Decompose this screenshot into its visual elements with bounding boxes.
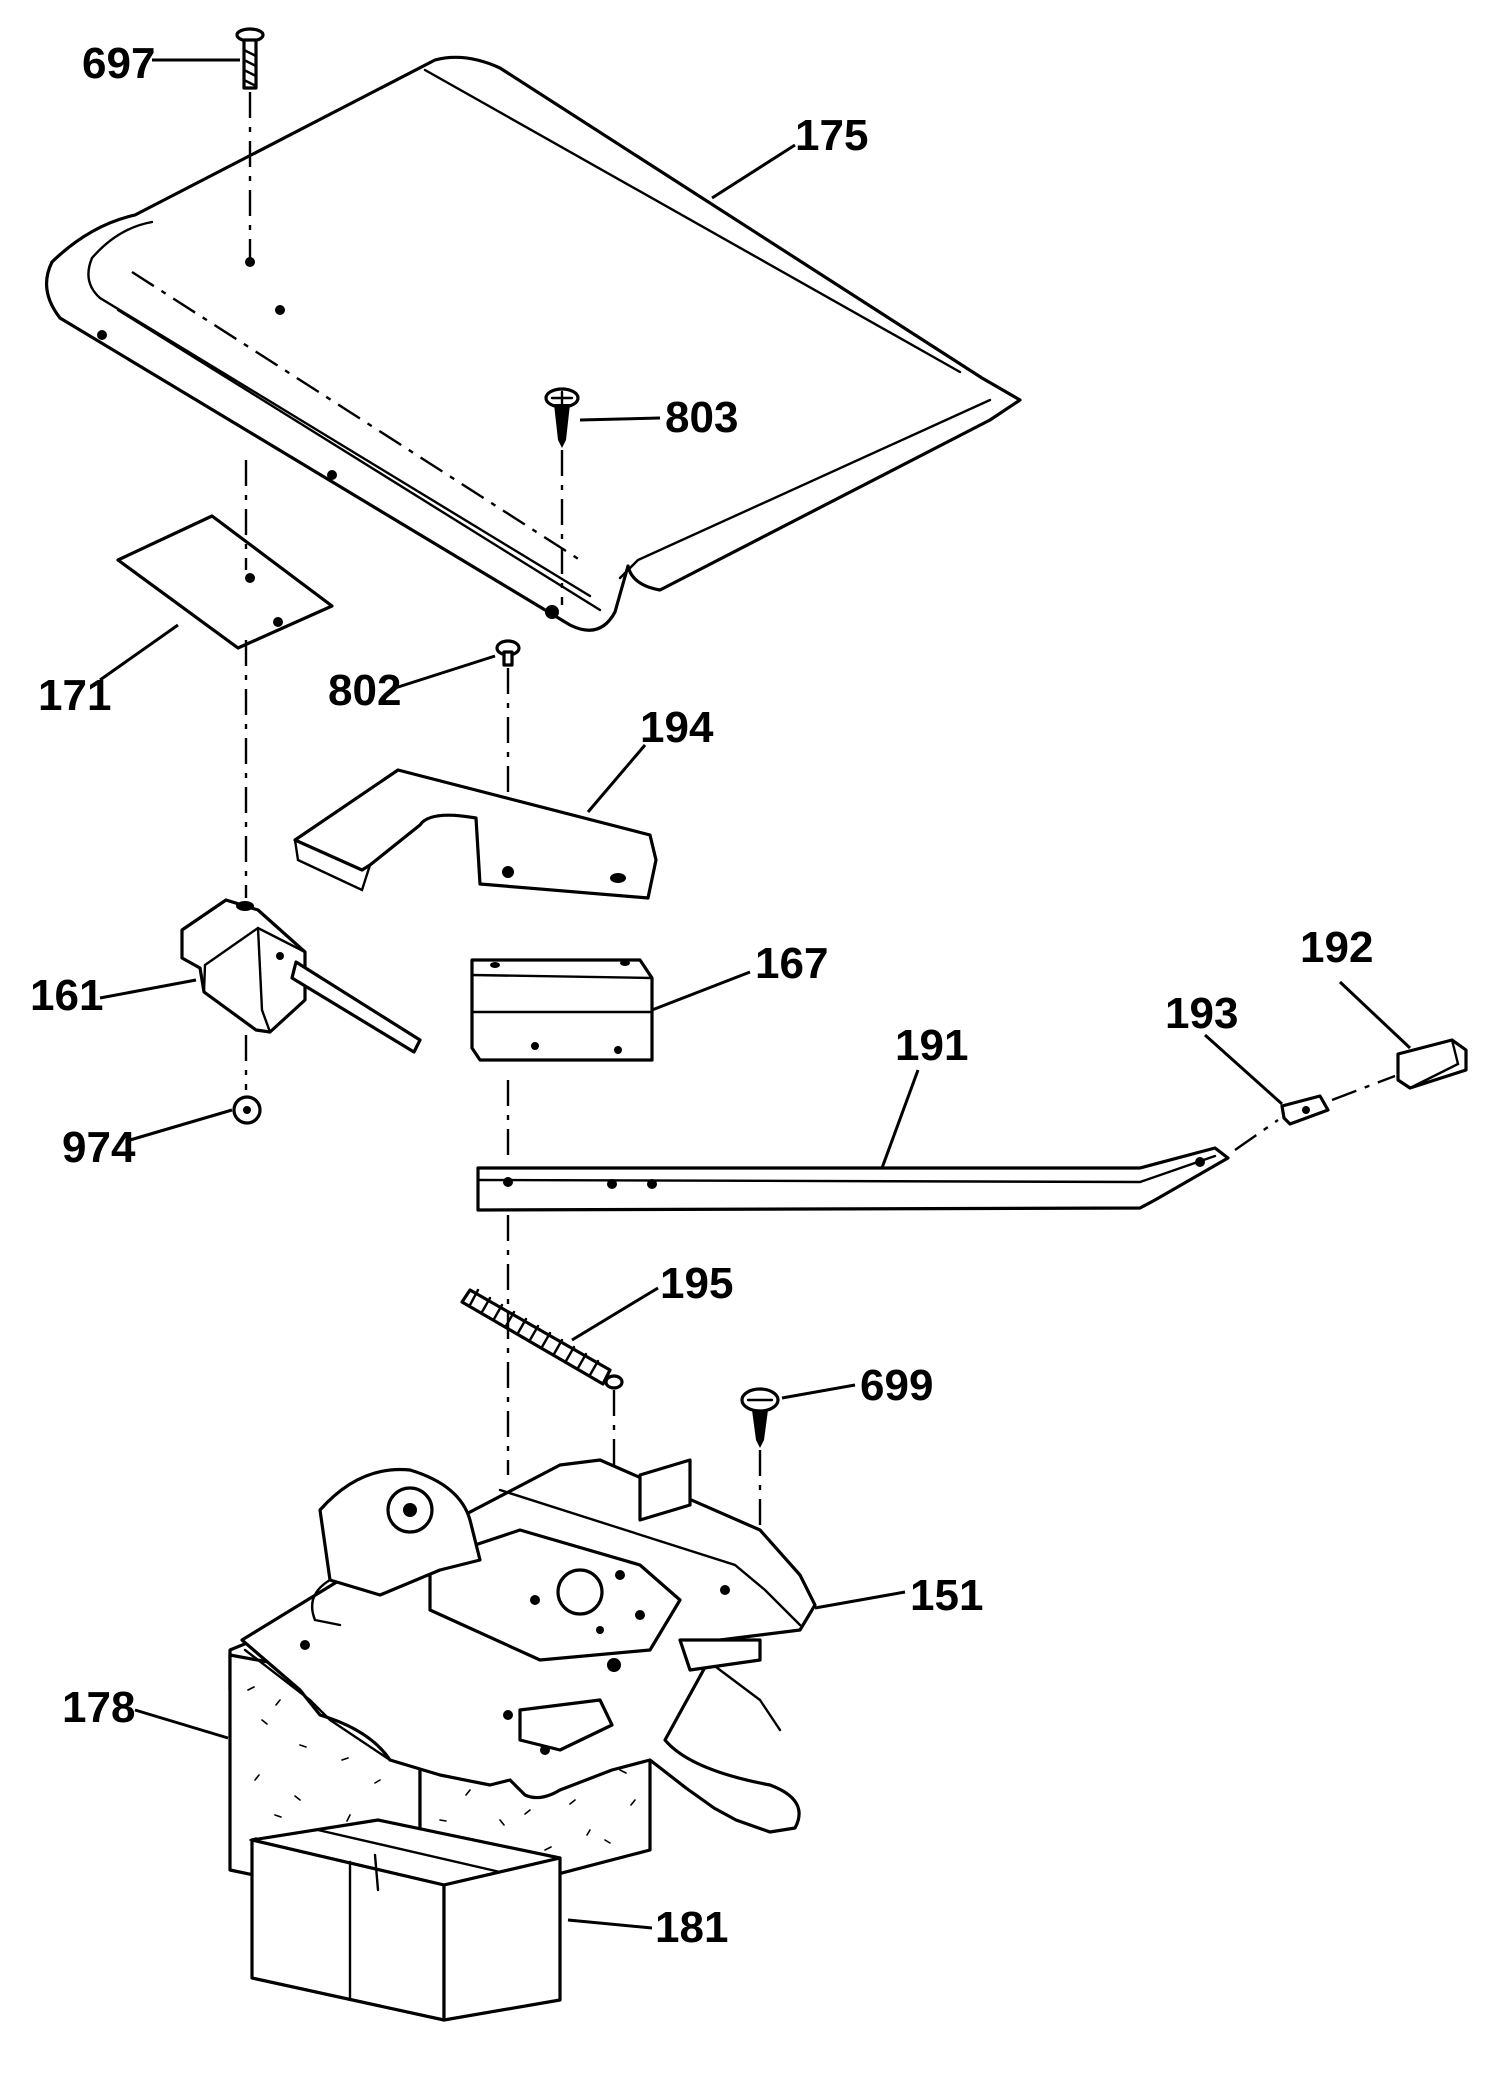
label-167: 167 [755,939,828,988]
label-697: 697 [82,39,155,88]
label-803: 803 [665,393,738,442]
part-175-cover [44,55,1022,632]
part-191-lever [476,1146,1230,1212]
part-802-screw [495,639,521,667]
part-181-box [250,1818,562,2022]
label-171: 171 [38,671,111,720]
label-175: 175 [795,111,868,160]
part-803-screw [544,387,580,448]
part-192-cap [1396,1038,1468,1090]
label-192: 192 [1300,923,1373,972]
part-number-labels: 697 175 803 171 802 194 161 167 192 193 … [30,39,1373,1952]
part-697-screw [235,27,265,90]
label-151: 151 [910,1571,983,1620]
label-178: 178 [62,1683,135,1732]
label-181: 181 [655,1903,728,1952]
label-974: 974 [62,1123,136,1172]
part-974-nut [232,1095,262,1125]
label-195: 195 [660,1259,733,1308]
leader-lines [99,58,1412,1930]
part-167-block [470,958,654,1062]
part-151-base [240,1458,817,1834]
label-802: 802 [328,666,401,715]
label-193: 193 [1165,989,1238,1038]
part-699-screw [740,1387,780,1448]
part-195-spring [460,1288,624,1390]
part-194-bracket [293,768,658,900]
label-699: 699 [860,1361,933,1410]
part-193-clip [1280,1094,1330,1126]
part-171-plate [116,514,334,650]
label-161: 161 [30,971,103,1020]
part-161-switch [180,898,422,1054]
label-194: 194 [640,703,714,752]
label-191: 191 [895,1021,968,1070]
